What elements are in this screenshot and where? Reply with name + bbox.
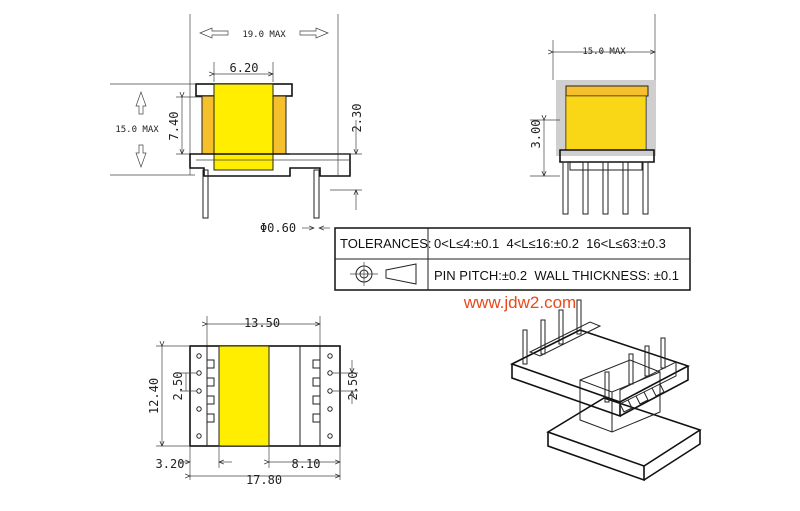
- right-pitch-label: 2.50: [346, 372, 360, 401]
- side-width-max-label: 15.0 MAX: [582, 47, 626, 57]
- front-pin-right: [313, 169, 320, 219]
- bottom-top-width-label: 13.50: [244, 316, 280, 330]
- core-block: [213, 83, 274, 171]
- tolerance-title: TOLERANCES:: [340, 236, 432, 251]
- watermark-url: www.jdw2.com: [463, 293, 576, 312]
- bottom-core: [218, 345, 270, 447]
- front-pin-left: [202, 169, 209, 219]
- left-pitch-label: 2.50: [171, 372, 185, 401]
- front-height-max-label: 15.0 MAX: [115, 125, 159, 135]
- overall-width-label: 17.80: [246, 473, 282, 487]
- side-view: 15.0 MAX 3.00: [529, 14, 656, 215]
- projection-symbol-icon: [350, 262, 417, 286]
- core-width-label: 6.20: [230, 61, 259, 75]
- front-width-max-label: 19.0 MAX: [242, 30, 286, 40]
- tolerance-ranges: 0<L≤4:±0.1 4<L≤16:±0.2 16<L≤63:±0.3: [434, 236, 666, 251]
- side-height-label: 3.00: [529, 120, 543, 149]
- bottom-view: 13.50 12.40 2.50: [147, 316, 360, 487]
- width-max-arrow-left: [199, 27, 229, 39]
- side-pins: [562, 161, 649, 215]
- isometric-view: [509, 299, 702, 482]
- height-max-arrow-up: [135, 90, 147, 115]
- right-offset-label: 8.10: [292, 457, 321, 471]
- tolerance-table: TOLERANCES: 0<L≤4:±0.1 4<L≤16:±0.2 16<L≤…: [334, 227, 691, 291]
- pin-diameter-label: Φ0.60: [260, 221, 296, 235]
- coil-height-label: 7.40: [167, 112, 181, 141]
- base-height-label: 2.30: [350, 104, 364, 133]
- height-max-arrow-down: [135, 144, 147, 169]
- pitch-wall-tolerance: PIN PITCH:±0.2 WALL THICKNESS: ±0.1: [434, 268, 679, 283]
- front-view: 19.0 MAX 6.20 15.0 MAX 7.40: [110, 14, 364, 235]
- iso-pins: [522, 299, 666, 403]
- bottom-height-label: 12.40: [147, 378, 161, 414]
- left-offset-label: 3.20: [156, 457, 185, 471]
- width-max-arrow-right: [299, 27, 329, 39]
